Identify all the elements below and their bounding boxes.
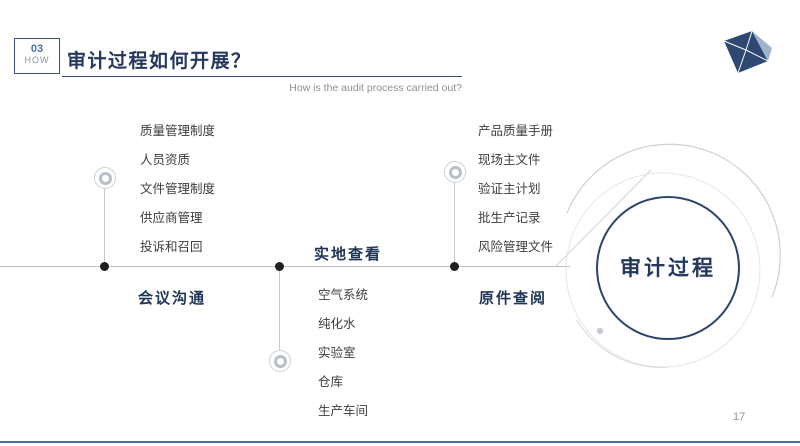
page-number: 17 (733, 411, 746, 423)
concentric-circle-inner (98, 171, 112, 185)
site-items-list: 空气系统 纯化水 实验室 仓库 生产车间 (318, 281, 368, 426)
title-underline (62, 76, 462, 77)
company-logo-icon (716, 27, 774, 77)
list-item: 风险管理文件 (478, 240, 554, 254)
timeline-node-dot-2 (275, 262, 284, 271)
list-item: 批生产记录 (478, 211, 541, 225)
list-item: 现场主文件 (478, 153, 541, 167)
list-item: 供应商管理 (140, 211, 203, 225)
slide-subtitle: How is the audit process carried out? (289, 82, 462, 94)
slide-title: 审计过程如何开展？ (67, 51, 252, 72)
timeline-axis (0, 266, 570, 267)
list-item: 投诉和召回 (140, 240, 203, 254)
concentric-circle-inner (273, 354, 287, 368)
section-number: 03 (30, 43, 44, 55)
bottom-border (0, 441, 800, 443)
concentric-circle-icon (94, 167, 116, 189)
connector-line-3 (454, 183, 455, 263)
concentric-circle-icon (444, 161, 466, 183)
concentric-circle-inner (448, 165, 462, 179)
connector-line-2 (279, 271, 280, 350)
audit-circle-decoration (555, 143, 781, 368)
timeline-node-dot-3 (450, 262, 459, 271)
audit-process-circle-label: 审计过程 (620, 256, 716, 280)
list-item: 纯化水 (318, 317, 356, 331)
node-label-site-inspection: 实地查看 (314, 247, 383, 263)
node-label-original-review: 原件查阅 (479, 291, 548, 307)
connector-line-1 (104, 189, 105, 263)
section-label: HOW (24, 55, 50, 65)
document-items-list: 产品质量手册 现场主文件 验证主计划 批生产记录 风险管理文件 (478, 117, 553, 262)
concentric-circle-icon (269, 350, 291, 372)
list-item: 验证主计划 (478, 182, 541, 196)
timeline-node-dot-1 (100, 262, 109, 271)
list-item: 实验室 (318, 346, 356, 360)
list-item: 产品质量手册 (478, 124, 554, 138)
list-item: 文件管理制度 (140, 182, 216, 196)
node-label-meeting-communication: 会议沟通 (138, 291, 207, 307)
list-item: 空气系统 (318, 288, 369, 302)
meeting-items-list: 质量管理制度 人员资质 文件管理制度 供应商管理 投诉和召回 (140, 117, 215, 262)
list-item: 质量管理制度 (140, 124, 216, 138)
list-item: 人员资质 (140, 153, 191, 167)
list-item: 仓库 (318, 375, 344, 389)
list-item: 生产车间 (318, 404, 369, 418)
section-number-box: 03 HOW (14, 38, 60, 74)
